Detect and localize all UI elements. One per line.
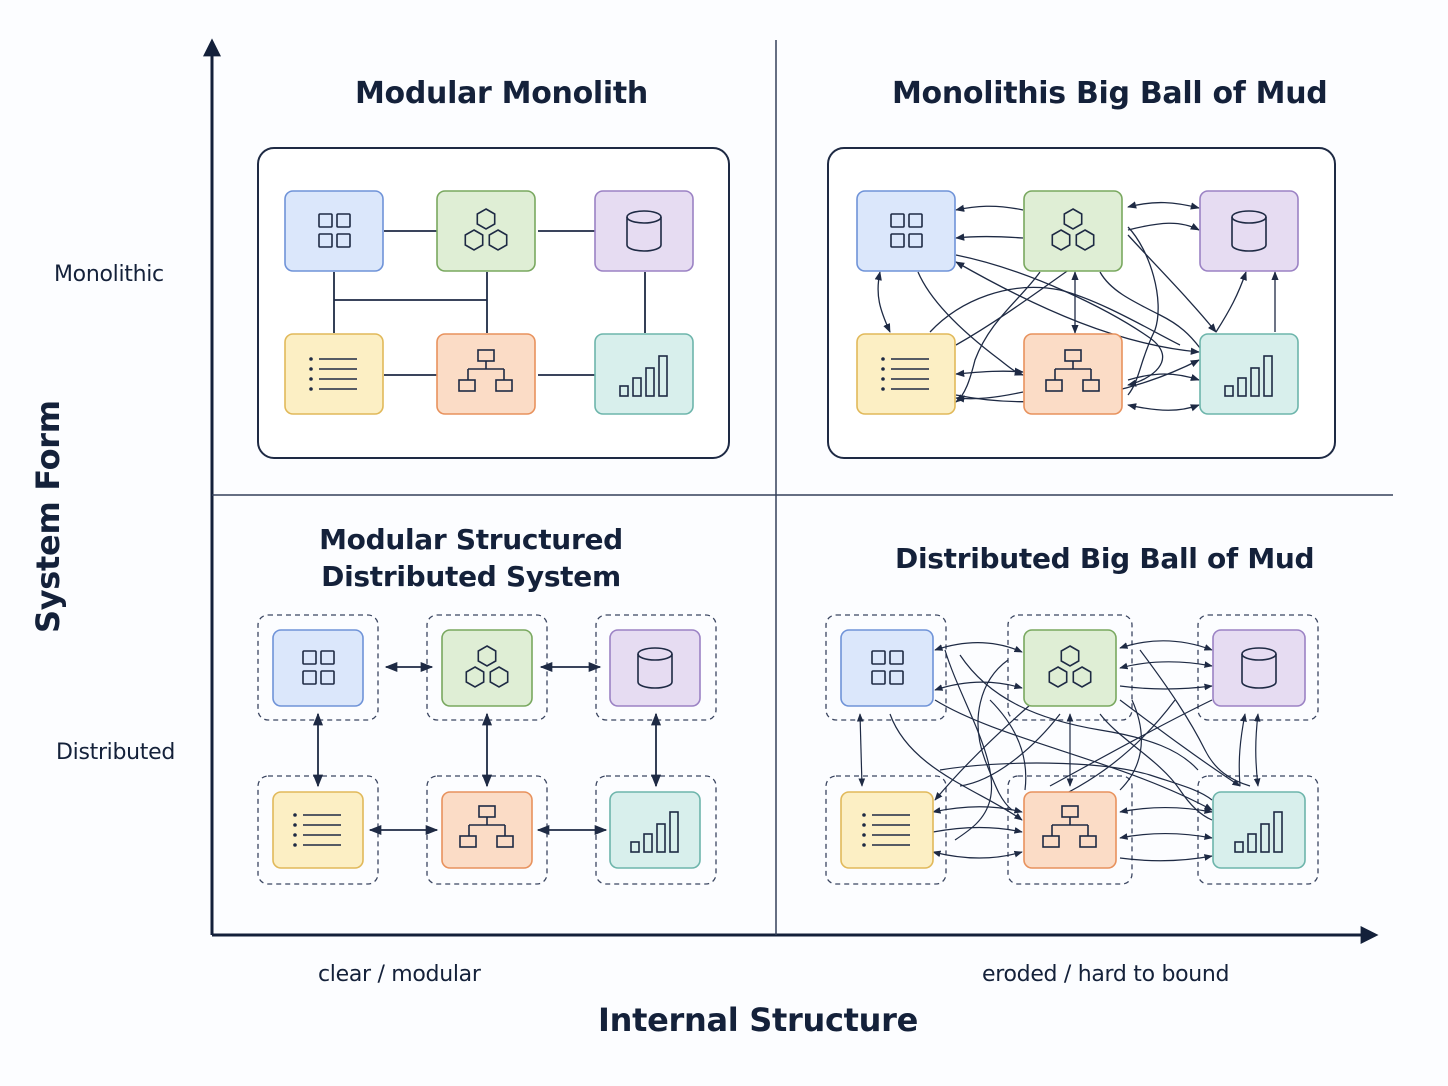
database-icon <box>637 647 673 689</box>
module-tile <box>840 791 934 869</box>
tangled-connections <box>874 201 1279 412</box>
service-connections <box>312 661 662 836</box>
bar-chart-icon <box>619 355 668 397</box>
module-tile <box>441 791 533 869</box>
x-tick-eroded: eroded / hard to bound <box>982 962 1230 987</box>
list-module <box>284 333 384 415</box>
service-module <box>441 629 533 707</box>
quadrant-title-monolith-mud: Monolithis Big Ball of Mud <box>892 76 1328 111</box>
x-axis-title: Internal Structure <box>598 1001 918 1039</box>
service-module <box>1023 190 1123 272</box>
module-tile <box>856 190 956 272</box>
database-module <box>1212 629 1306 707</box>
analytics-module <box>1199 333 1299 415</box>
ui-module <box>840 629 934 707</box>
quadrant-title-distributed-mud: Distributed Big Ball of Mud <box>895 542 1315 575</box>
ui-module <box>272 629 364 707</box>
axes <box>203 38 1393 944</box>
modules <box>272 190 1306 869</box>
module-connections <box>333 230 646 376</box>
list-icon <box>293 813 341 847</box>
module-tile <box>1023 190 1123 272</box>
hierarchy-icon <box>1042 805 1097 848</box>
list-icon <box>881 357 929 391</box>
list-module <box>272 791 364 869</box>
module-tile <box>284 333 384 415</box>
list-module <box>840 791 934 869</box>
hierarchy-icon <box>459 805 514 848</box>
hierarchy-module <box>441 791 533 869</box>
list-module <box>856 333 956 415</box>
bar-chart-icon <box>1234 811 1283 853</box>
module-tile <box>1023 791 1117 869</box>
list-icon <box>862 813 910 847</box>
title-line: Distributed System <box>321 560 621 593</box>
hierarchy-icon <box>1045 349 1100 392</box>
service-module <box>1023 629 1117 707</box>
y-tick-distributed: Distributed <box>56 740 176 765</box>
module-tile <box>1023 333 1123 415</box>
quadrant-title-modular-distributed: Modular Structured Distributed System <box>318 521 624 595</box>
hexagons-icon <box>1051 208 1095 251</box>
module-tile <box>441 629 533 707</box>
grid-icon <box>871 650 904 685</box>
module-tile <box>436 190 536 272</box>
grid-icon <box>890 213 923 248</box>
database-icon <box>1231 210 1267 252</box>
modular-distributed-quadrant <box>257 614 717 885</box>
module-tile <box>609 791 701 869</box>
bar-chart-icon <box>630 811 679 853</box>
bar-chart-icon <box>1224 355 1273 397</box>
grid-icon <box>302 650 335 685</box>
module-tile <box>1212 629 1306 707</box>
module-tile <box>284 190 384 272</box>
hierarchy-icon <box>458 349 513 392</box>
y-axis-title: System Form <box>29 400 67 633</box>
module-tile <box>272 791 364 869</box>
module-tile <box>1023 629 1117 707</box>
title-line: Modular Structured <box>319 523 623 556</box>
module-tile <box>594 190 694 272</box>
module-tile <box>272 629 364 707</box>
analytics-module <box>609 791 701 869</box>
database-icon <box>1241 647 1277 689</box>
hexagons-icon <box>465 645 509 688</box>
module-tile <box>840 629 934 707</box>
database-module <box>594 190 694 272</box>
module-tile <box>609 629 701 707</box>
database-module <box>609 629 701 707</box>
hierarchy-module <box>436 333 536 415</box>
list-icon <box>309 357 357 391</box>
distributed-mud-quadrant <box>825 614 1319 885</box>
grid-icon <box>318 213 351 248</box>
module-tile <box>1212 791 1306 869</box>
ui-module <box>284 190 384 272</box>
module-tile <box>1199 190 1299 272</box>
module-tile <box>856 333 956 415</box>
module-tile <box>594 333 694 415</box>
analytics-module <box>1212 791 1306 869</box>
module-tile <box>1199 333 1299 415</box>
hierarchy-module <box>1023 333 1123 415</box>
ui-module <box>856 190 956 272</box>
hexagons-icon <box>464 208 508 251</box>
database-module <box>1199 190 1299 272</box>
database-icon <box>626 210 662 252</box>
module-tile <box>436 333 536 415</box>
hexagons-icon <box>1048 645 1092 688</box>
hierarchy-module <box>1023 791 1117 869</box>
service-module <box>436 190 536 272</box>
analytics-module <box>594 333 694 415</box>
x-tick-clear: clear / modular <box>318 962 481 987</box>
y-tick-monolithic: Monolithic <box>54 262 164 287</box>
quadrant-title-modular-monolith: Modular Monolith <box>355 76 648 111</box>
